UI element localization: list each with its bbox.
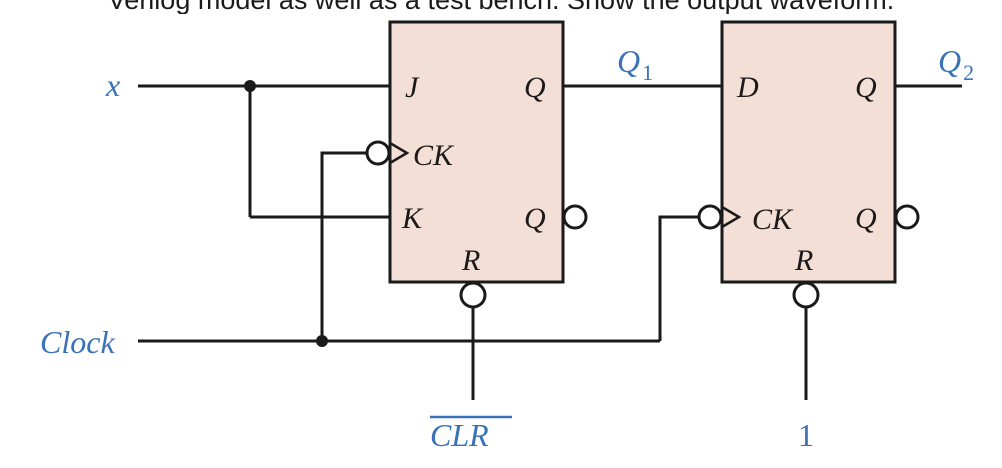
- ff2-pin-q: Q: [855, 71, 877, 104]
- ff2-pin-d: D: [736, 71, 759, 104]
- question-text: Verilog model as well as a test bench. S…: [0, 0, 1002, 14]
- ff1-pin-r: R: [461, 244, 480, 277]
- output-q1-label: Q1: [617, 43, 653, 85]
- output-q2-label: Q2: [938, 43, 974, 85]
- input-clr-label: CLR: [430, 417, 489, 453]
- ff2-clock-triangle: [721, 205, 742, 229]
- ff2-pin-r: R: [794, 244, 813, 277]
- ff1-pin-k: K: [401, 202, 424, 235]
- ff1-pin-q: Q: [524, 71, 546, 104]
- d-flip-flop: [720, 20, 897, 284]
- input-x-label: x: [105, 67, 120, 103]
- wire-clock-to-ff1: [320, 151, 366, 341]
- ff1-qbar-bubble: [562, 204, 588, 230]
- ff1-pin-ck: CK: [413, 139, 455, 172]
- ff2-clock-invert-bubble: [697, 204, 723, 230]
- clock-junction-dot: [316, 335, 328, 347]
- x-junction-dot: [244, 80, 256, 92]
- wire-clock-to-ff2: [658, 215, 698, 341]
- ff1-pin-qbar: Q: [524, 202, 546, 235]
- ff2-pin-ck: CK: [752, 203, 794, 236]
- ff2-reset-bubble: [792, 281, 820, 309]
- ff2-pin-qbar: Q: [855, 202, 877, 235]
- ff1-clock-triangle: [389, 141, 410, 165]
- ff2-qbar-bubble: [894, 204, 920, 230]
- ff1-pin-j: J: [405, 71, 420, 104]
- ff1-reset-bubble: [459, 281, 487, 309]
- input-clock-label: Clock: [40, 324, 115, 360]
- input-one-label: 1: [798, 417, 814, 453]
- ff1-clock-invert-bubble: [365, 140, 391, 166]
